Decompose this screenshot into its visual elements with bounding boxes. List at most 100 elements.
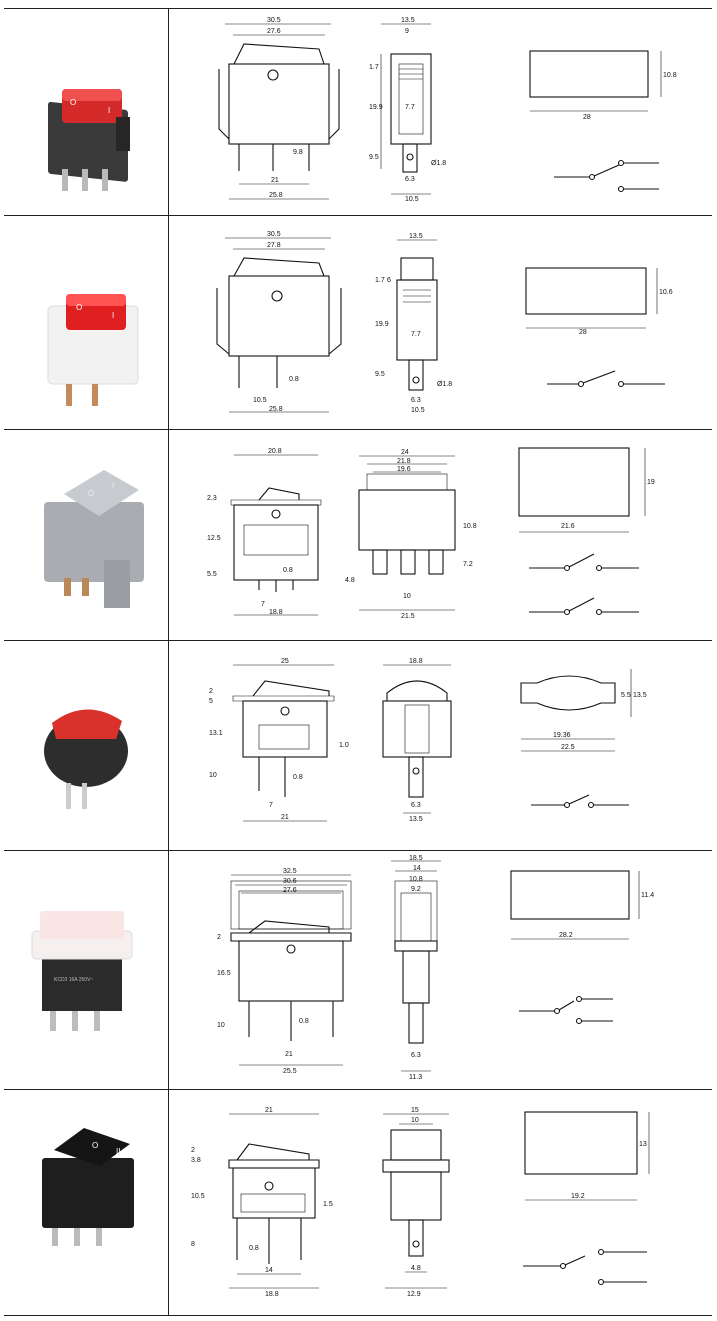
table-row: O I 30.5 <box>4 8 712 216</box>
dimension-label: 4.8 <box>411 1265 421 1272</box>
dimension-label: 19.2 <box>571 1193 585 1200</box>
dimension-label: 1.7 <box>369 64 379 71</box>
dimension-label: 21 <box>281 814 289 821</box>
dimension-label: 6.3 <box>411 802 421 809</box>
dimension-label: 7 <box>269 802 273 809</box>
drawing-cell: 32.5 30.6 27.6 2 16.5 10 0.8 21 25.5 18.… <box>169 851 712 1090</box>
dimension-label: 11.3 <box>409 1074 422 1081</box>
dimension-label: 19.6 <box>397 466 411 473</box>
switch-photo <box>44 709 128 809</box>
dimension-label: O <box>70 98 76 107</box>
dimension-label: 10 <box>217 1022 225 1029</box>
dimension-label: 9.8 <box>293 149 303 156</box>
dimension-label: 0.8 <box>299 1018 309 1025</box>
dimension-label: II <box>116 1147 120 1156</box>
dimension-label: 13.5 <box>633 692 647 699</box>
dimension-label: 19.9 <box>369 104 383 111</box>
dimension-label: I <box>108 106 110 115</box>
dimension-label: 10.8 <box>463 523 477 530</box>
dimension-label: 28.2 <box>559 932 573 939</box>
dimension-label: 30.5 <box>267 231 281 238</box>
dimension-label: 18.8 <box>409 658 423 665</box>
switch-photo: O I <box>48 89 130 191</box>
dimension-label: I <box>112 481 114 490</box>
table-row: O I 20.8 2.3 12.5 5 <box>4 429 712 641</box>
dimension-label: I <box>112 311 114 320</box>
dimension-label: 6.3 <box>405 176 415 183</box>
dimension-label: 1.7 <box>375 277 385 284</box>
dimension-label: 28 <box>583 114 591 121</box>
dimension-label: O <box>88 489 94 498</box>
dimension-label: 3.8 <box>191 1157 201 1164</box>
dimension-label: 25 <box>281 658 289 665</box>
dimension-label: 21 <box>285 1051 293 1058</box>
dimension-label: 18.5 <box>409 855 423 862</box>
drawing-cell: 21 2 3.8 10.5 1.5 8 0.8 14 18.8 15 10 <box>169 1090 712 1315</box>
dimension-label: 9 <box>405 28 409 35</box>
dimension-label: 27.6 <box>283 887 297 894</box>
dimension-label: 2.3 <box>207 495 217 502</box>
dimension-label: 13.5 <box>409 816 423 823</box>
dimension-label: 7.2 <box>463 561 473 568</box>
dimension-label: 9.5 <box>369 154 379 161</box>
product-photo-cell: O I <box>4 9 169 216</box>
product-photo-cell: KCD3 16A 250V~ <box>4 851 169 1090</box>
dimension-label: 12.9 <box>407 1291 421 1298</box>
dimension-label: 2 <box>191 1147 195 1154</box>
dimension-label: 25.8 <box>269 406 283 413</box>
dimension-label: 10.5 <box>191 1193 205 1200</box>
dimension-label: 14 <box>413 865 421 872</box>
dimension-label: 11.4 <box>641 892 654 899</box>
switch-photo: KCD3 16A 250V~ <box>31 911 133 1031</box>
dimension-label: 4.8 <box>345 577 355 584</box>
table-row: 25 2 5 13.1 1.0 10 0.8 7 21 18.8 6.3 13.… <box>4 640 712 851</box>
dimension-label: 30.5 <box>267 17 281 24</box>
drawing-cell: 30.5 27.8 0.8 10.5 25.8 13.5 1.7 6 19.9 … <box>169 216 712 430</box>
dimension-label: O <box>92 1141 98 1150</box>
dimension-label: 10.8 <box>663 72 677 79</box>
dimension-label: 5.5 <box>621 692 631 699</box>
dimension-label: 14 <box>265 1267 273 1274</box>
dimension-label: 13.5 <box>409 233 423 240</box>
dimension-label: 12.5 <box>207 535 221 542</box>
dimension-label: 25.5 <box>283 1068 297 1075</box>
dimension-label: 10.5 <box>411 407 425 414</box>
dimension-label: 19.36 <box>553 732 571 739</box>
dimension-label: 5 <box>209 698 213 705</box>
dimension-label: 21 <box>271 177 279 184</box>
dimension-label: 10 <box>403 593 411 600</box>
dimension-label: 21.8 <box>397 458 411 465</box>
dimension-label: 24 <box>401 449 409 456</box>
product-photo-cell <box>4 641 169 851</box>
dimension-label: 10.5 <box>253 397 267 404</box>
dimension-label: O <box>76 303 82 312</box>
technical-drawing: 21 2 3.8 10.5 1.5 8 0.8 14 18.8 15 10 <box>191 1107 650 1298</box>
dimension-label: 6 <box>387 277 391 284</box>
dimension-label: 8 <box>191 1241 195 1248</box>
dimension-label: 7 <box>261 601 265 608</box>
dimension-label: 21.5 <box>401 613 415 620</box>
technical-drawing: 25 2 5 13.1 1.0 10 0.8 7 21 18.8 6.3 13.… <box>209 658 647 823</box>
table-row: O I 30.5 27.8 0.8 10.5 25.8 <box>4 215 712 430</box>
dimension-label: 25.8 <box>269 192 283 199</box>
switch-photo: O I <box>47 294 139 406</box>
dimension-label: 0.8 <box>283 567 293 574</box>
product-photo-cell: O II <box>4 1090 169 1315</box>
dimension-label: 19.9 <box>375 321 389 328</box>
dimension-label: 5.5 <box>207 571 217 578</box>
dimension-label: 28 <box>579 329 587 336</box>
dimension-label: 0.8 <box>293 774 303 781</box>
dimension-label: 7.7 <box>405 104 415 111</box>
dimension-label: 9.5 <box>375 371 385 378</box>
technical-drawing: 32.5 30.6 27.6 2 16.5 10 0.8 21 25.5 18.… <box>217 855 654 1081</box>
dimension-label: 6.3 <box>411 1052 421 1059</box>
product-photo-cell: O I <box>4 430 169 641</box>
dimension-label: 21 <box>265 1107 273 1114</box>
dimension-label: 2 <box>217 934 221 941</box>
dimension-label: 10.8 <box>409 876 423 883</box>
dimension-label: 15 <box>411 1107 419 1114</box>
dimension-label: 9.2 <box>411 886 421 893</box>
dimension-label: 6.3 <box>411 397 421 404</box>
dimension-label: 30.6 <box>283 878 297 885</box>
